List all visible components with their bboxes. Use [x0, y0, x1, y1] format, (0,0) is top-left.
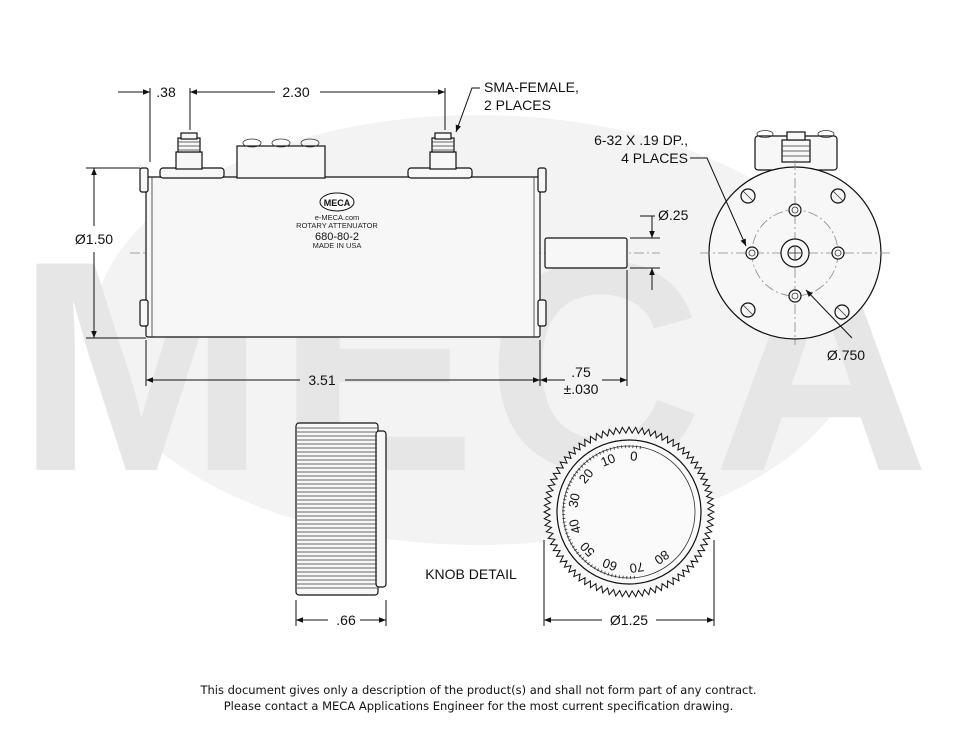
label-line-4: MADE IN USA: [313, 241, 362, 250]
dim-dia-125: Ø1.25: [610, 612, 648, 628]
tapped-holes: [745, 203, 845, 303]
logo-text: MECA: [324, 198, 351, 208]
knob-scale-10: 10: [598, 450, 617, 469]
knob-scale-0: 0: [630, 448, 639, 464]
label-line-1: e-MECA.com: [315, 213, 360, 222]
sma-connector-left: [159, 132, 225, 179]
dim-dia-025: Ø.25: [658, 207, 689, 223]
end-view: 6-32 X .19 DP., 4 PLACES Ø.750: [594, 130, 890, 363]
sma-connector-right: [407, 132, 473, 179]
dim-075-tol: ±.030: [564, 381, 599, 397]
body-logo: MECA: [319, 192, 355, 212]
dim-230: 2.30: [282, 84, 309, 100]
knob-scale-30: 30: [565, 492, 583, 509]
callout-sma-1: SMA-FEMALE,: [484, 79, 579, 95]
model-number: 680-80-2: [315, 231, 359, 243]
knob-scale-40: 40: [566, 518, 584, 536]
knob-scale-70: 70: [629, 559, 645, 576]
side-view: MECA e-MECA.com ROTARY ATTENUATOR 680-80…: [75, 79, 689, 397]
callout-holes-1: 6-32 X .19 DP.,: [594, 132, 688, 148]
dim-dia-150: Ø1.50: [75, 231, 113, 247]
knob-scale-60: 60: [600, 555, 619, 574]
disclaimer: This document gives only a description o…: [0, 682, 957, 714]
dim-dia-0750: Ø.750: [827, 347, 865, 363]
dim-066: .66: [336, 612, 356, 628]
callout-sma-2: 2 PLACES: [484, 97, 551, 113]
dim-351: 3.51: [308, 372, 335, 388]
shaft: [544, 237, 628, 269]
knob-side-view: .66: [295, 422, 387, 628]
callout-holes-2: 4 PLACES: [621, 150, 688, 166]
disclaimer-line-2: Please contact a MECA Applications Engin…: [223, 699, 734, 713]
knob-detail-title: KNOB DETAIL: [425, 566, 517, 582]
attenuator-body: [145, 176, 541, 338]
dim-075: .75: [571, 364, 591, 380]
label-line-2: ROTARY ATTENUATOR: [296, 221, 378, 230]
disclaimer-line-1: This document gives only a description o…: [200, 683, 757, 697]
dim-038: .38: [156, 84, 176, 100]
knob-scale-80: 80: [652, 547, 673, 568]
corner-screws: [740, 188, 850, 320]
